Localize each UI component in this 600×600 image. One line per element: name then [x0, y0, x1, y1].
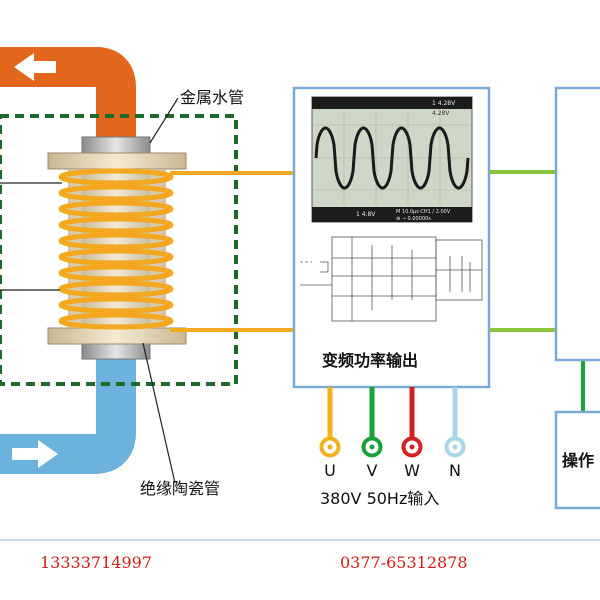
controller-box — [554, 86, 600, 362]
terminal-dot — [409, 444, 415, 450]
coil-turn — [58, 216, 174, 234]
phone-number-1: 13333714997 — [40, 553, 152, 572]
metal-pipe-leader — [149, 97, 179, 144]
timing-schematic — [300, 236, 483, 322]
terminal-label: N — [449, 461, 461, 480]
terminal-dot — [452, 444, 458, 450]
terminal-label: U — [324, 461, 336, 480]
ceramic-flange-bottom — [47, 327, 187, 345]
arrow-left-icon — [14, 53, 56, 81]
coil-turn — [58, 248, 174, 266]
scope-readout-3: 1 4.8V — [356, 211, 376, 218]
ceramic-pipe-leader — [142, 342, 176, 484]
terminal-dot — [369, 444, 375, 450]
coil-housing-frame — [0, 114, 238, 386]
oscilloscope-waveform — [314, 126, 470, 190]
scope-readout-5: ⊕ ➝ 0.00000s — [396, 216, 431, 222]
scope-readout-1: 1 4.28V — [432, 100, 456, 107]
cold-water-pipe — [0, 352, 136, 474]
coil-turn — [58, 232, 174, 250]
arrow-right-icon — [12, 440, 58, 468]
coil-turn — [58, 264, 174, 282]
phone-number-2: 0377-65312878 — [340, 553, 468, 572]
coil-turn — [58, 184, 174, 202]
coil-turn — [58, 312, 174, 330]
oscilloscope-screen: 1 4.28V 4.28V 1 4.8V M 10.0µs CH1 / 2.00… — [311, 96, 473, 223]
operation-label: 操作 — [562, 451, 594, 470]
coil-turn — [58, 168, 174, 186]
metal-pipe-label: 金属水管 — [180, 88, 244, 107]
input-spec-label: 380V 50Hz输入 — [320, 489, 439, 508]
ceramic-flange-top — [47, 152, 187, 170]
terminal-label: V — [367, 461, 378, 480]
hot-water-pipe — [0, 47, 136, 140]
ceramic-pipe-label: 绝缘陶瓷管 — [140, 479, 220, 498]
coil-turn — [58, 296, 174, 314]
coil-turn — [58, 280, 174, 298]
scope-readout-2: 4.28V — [432, 110, 450, 117]
coil-turn — [58, 200, 174, 218]
operation-box — [554, 410, 600, 510]
scope-readout-4: M 10.0µs CH1 / 2.00V — [396, 209, 451, 215]
terminal-dot — [327, 444, 333, 450]
converter-label: 变频功率输出 — [322, 351, 418, 370]
induction-coil — [58, 168, 174, 330]
terminal-label: W — [404, 461, 420, 480]
